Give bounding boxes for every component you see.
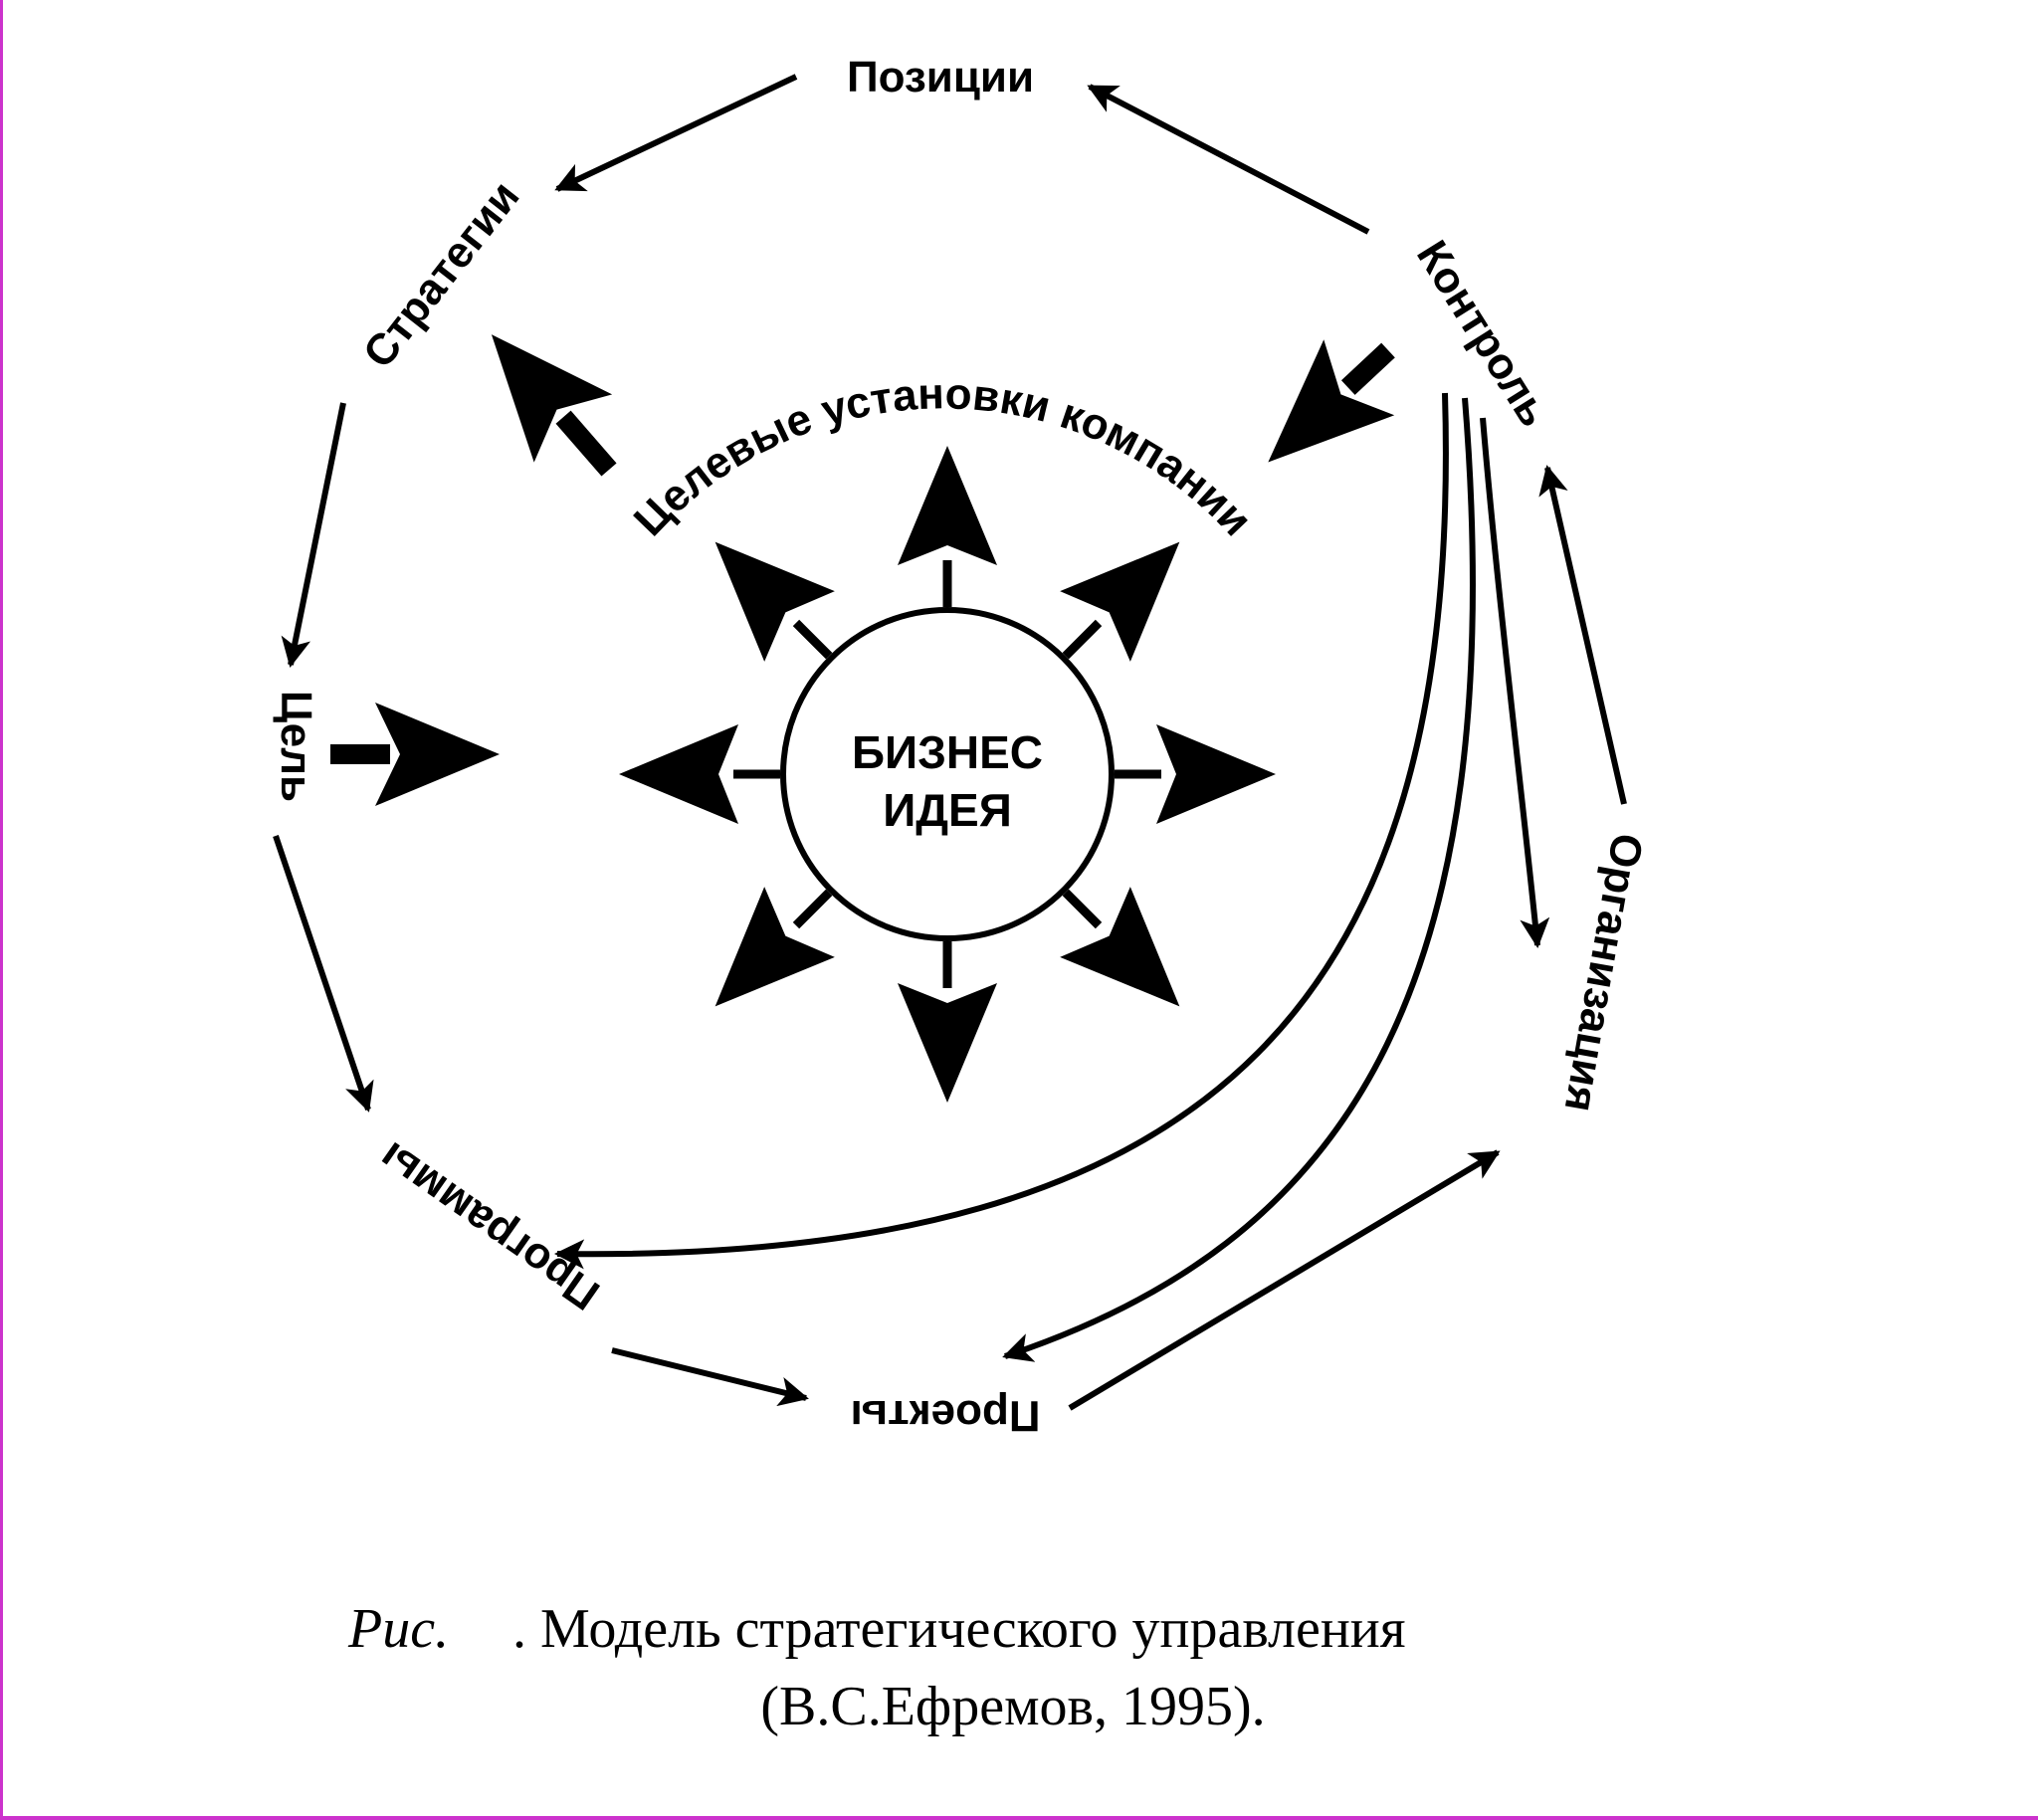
node-organization: Организация (1555, 830, 1652, 1115)
big-arrow-control (1268, 339, 1395, 463)
caption-line1: . Модель стратегического управления (512, 1598, 1406, 1660)
node-projects: Проекты (851, 1391, 1041, 1440)
radial-arrow-down-right (1060, 887, 1180, 1007)
radial-arrows (619, 446, 1276, 1103)
radial-arrow-up-left (714, 541, 835, 662)
arrow-projects-to-organization (1068, 1149, 1501, 1411)
arrow-positions-to-strategies (554, 74, 798, 192)
big-arrow-strategies (491, 334, 617, 477)
node-control: Контроль (1407, 232, 1559, 435)
radial-arrow-down (898, 941, 997, 1103)
frame-bottom-border (0, 1816, 2038, 1820)
node-positions: Позиции (847, 53, 1034, 101)
curve-control-to-projects (1002, 397, 1476, 1362)
curve-control-to-programs (554, 392, 1449, 1270)
arrow-control-to-positions (1087, 84, 1370, 235)
business-idea-circle (780, 607, 1115, 941)
cycle-arrows (273, 74, 1627, 1411)
radial-arrow-up (898, 446, 997, 607)
curve-control-to-organization (1480, 417, 1550, 948)
big-arrow-goal (330, 703, 500, 806)
node-programs: Программы (370, 1132, 608, 1319)
center-line2: ИДЕЯ (883, 784, 1012, 836)
radial-arrow-down-left (714, 887, 835, 1007)
arrow-strategies-to-goal (281, 402, 346, 668)
arrow-organization-to-control (1538, 465, 1627, 805)
figure-caption: Рис. . Модель стратегического управления… (347, 1598, 1406, 1737)
arrow-goal-to-programs (273, 835, 374, 1112)
frame-left-border (0, 0, 3, 1820)
caption-line2: (В.С.Ефремов, 1995). (760, 1676, 1265, 1737)
center-line1: БИЗНЕС (852, 726, 1043, 778)
arrow-programs-to-projects (611, 1347, 809, 1407)
radial-arrow-right (1115, 724, 1276, 824)
outer-big-arrows (330, 334, 1395, 806)
radial-arrow-left (619, 724, 780, 824)
node-goal: Цель (272, 691, 320, 802)
radial-arrow-up-right (1060, 541, 1180, 662)
caption-prefix: Рис. (347, 1598, 449, 1660)
